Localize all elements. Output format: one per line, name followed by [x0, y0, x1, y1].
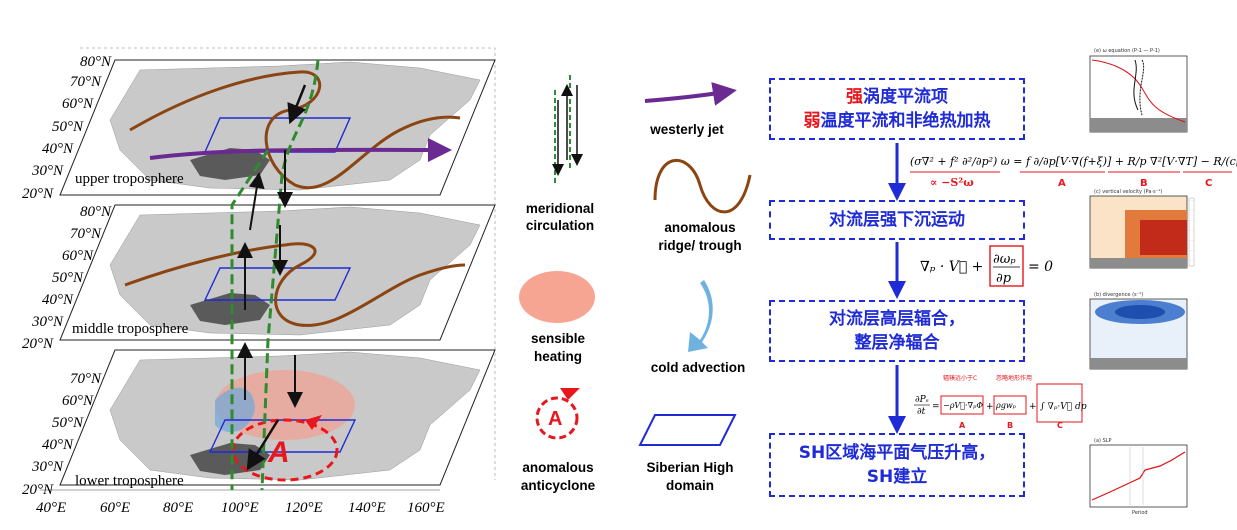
svg-text:(b) divergence (s⁻¹): (b) divergence (s⁻¹): [1094, 292, 1143, 298]
legend-cold-label: cold advection: [651, 360, 746, 375]
sensible-heating-region: [215, 370, 355, 440]
layer-label-upper: upper troposphere: [75, 171, 184, 187]
svg-text:(c) vertical velocity (Pa·s⁻¹): (c) vertical velocity (Pa·s⁻¹): [1094, 189, 1162, 195]
svg-text:50°N: 50°N: [52, 415, 84, 431]
tendency-note-a: 辐辏远小于C: [943, 374, 977, 382]
svg-text:∂ωₚ: ∂ωₚ: [993, 252, 1016, 267]
legend-cold: cold advection: [651, 280, 746, 375]
longitude-labels: 40°E 60°E 80°E 100°E 120°E 140°E 160°E: [36, 500, 445, 516]
panel-slp: (a) SLP Period: [1089, 438, 1188, 516]
box-sh-establishment: SH区域海平面气压升高， SH建立: [769, 433, 1025, 497]
svg-text:Period: Period: [1132, 510, 1148, 516]
svg-text:80°E: 80°E: [163, 500, 193, 516]
term-b-label: B: [1140, 178, 1148, 189]
svg-text:80°N: 80°N: [80, 54, 112, 70]
svg-text:30°N: 30°N: [31, 314, 64, 330]
svg-text:(e) ω equation (P-1 — P-1): (e) ω equation (P-1 — P-1): [1094, 48, 1160, 54]
svg-text:= 0: = 0: [1028, 259, 1053, 275]
svg-text:60°N: 60°N: [62, 248, 94, 264]
svg-text:+: +: [1029, 402, 1037, 412]
panel-divergence: (b) divergence (s⁻¹): [1089, 292, 1188, 370]
svg-text:40°N: 40°N: [42, 292, 74, 308]
legend-westerly-label: westerly jet: [649, 122, 724, 137]
svg-text:20°N: 20°N: [22, 482, 54, 498]
upper-layer: upper troposphere: [59, 59, 496, 196]
svg-text:∫ ∇ₚ·V⃗ dp: ∫ ∇ₚ·V⃗ dp: [1040, 402, 1087, 412]
svg-text:∇ₚ · V⃗ +: ∇ₚ · V⃗ +: [920, 259, 983, 275]
svg-text:60°N: 60°N: [62, 96, 94, 112]
svg-text:40°N: 40°N: [42, 141, 74, 157]
svg-text:140°E: 140°E: [348, 500, 386, 516]
svg-text:70°N: 70°N: [70, 74, 102, 90]
svg-text:C: C: [1057, 421, 1063, 430]
svg-text:30°N: 30°N: [31, 163, 64, 179]
svg-text:70°N: 70°N: [70, 226, 102, 242]
svg-text:60°E: 60°E: [100, 500, 130, 516]
omega-equation: (σ∇² + f² ∂²/∂p²) ω = f ∂/∂p[V·∇(f+ξ)] +…: [910, 155, 1237, 189]
svg-text:∂Pₛ: ∂Pₛ: [915, 395, 929, 405]
svg-text:∂t: ∂t: [917, 407, 926, 417]
svg-text:160°E: 160°E: [407, 500, 445, 516]
svg-text:40°E: 40°E: [36, 500, 66, 516]
svg-text:−ρV⃗·∇ₚΦ: −ρV⃗·∇ₚΦ: [943, 401, 983, 410]
svg-text:=: =: [932, 402, 940, 412]
anticyclone-circle: [231, 418, 339, 482]
svg-text:50°N: 50°N: [52, 119, 84, 135]
panel-vertical-velocity: (c) vertical velocity (Pa·s⁻¹): [1089, 189, 1195, 269]
svg-text:(σ∇² + f² ∂²/∂p²) ω = f ∂/∂p[V: (σ∇² + f² ∂²/∂p²) ω = f ∂/∂p[V·∇(f+ξ)] +…: [910, 155, 1237, 168]
svg-text:40°N: 40°N: [42, 437, 74, 453]
latitude-labels: 80°N 70°N 60°N 50°N 40°N 30°N 20°N 80°N …: [22, 54, 112, 498]
svg-text:30°N: 30°N: [31, 459, 64, 475]
tendency-note-b: 忽略地形作用: [996, 374, 1032, 382]
lower-layer: A lower troposphere: [59, 349, 496, 489]
map-panel: upper troposphere middle troposphere A l…: [22, 47, 496, 516]
box-upper-convergence: 对流层高层辐合， 整层净辐合: [769, 300, 1025, 362]
omega-under: ∝ −S²ω: [930, 176, 974, 189]
svg-text:+: +: [986, 402, 994, 412]
svg-text:B: B: [1007, 421, 1013, 430]
tendency-equation: ∂Pₛ ∂t = −ρV⃗·∇ₚΦ + ρgwₚ + ∫ ∇ₚ·V⃗ dp 辐辏…: [914, 374, 1087, 430]
svg-text:60°N: 60°N: [62, 393, 94, 409]
layer-label-lower: lower troposphere: [75, 473, 184, 489]
term-a-label: A: [1058, 178, 1066, 189]
continuity-equation: ∇ₚ · V⃗ + ∂ωₚ ∂p = 0: [920, 245, 1053, 287]
box-vorticity-advection: 强涡度平流项 弱温度平流和非绝热加热: [769, 78, 1025, 140]
svg-text:120°E: 120°E: [285, 500, 323, 516]
svg-text:20°N: 20°N: [22, 336, 54, 352]
svg-text:50°N: 50°N: [52, 270, 84, 286]
svg-text:100°E: 100°E: [221, 500, 259, 516]
legend-westerly: westerly jet: [644, 82, 737, 137]
svg-text:(a) SLP: (a) SLP: [1094, 438, 1112, 444]
svg-text:70°N: 70°N: [70, 371, 102, 387]
svg-text:A: A: [959, 421, 966, 430]
term-c-label: C: [1205, 178, 1212, 189]
svg-text:∂p: ∂p: [996, 271, 1012, 286]
panel-omega: (e) ω equation (P-1 — P-1): [1089, 48, 1188, 133]
layer-label-middle: middle troposphere: [72, 321, 189, 337]
svg-text:80°N: 80°N: [80, 204, 112, 220]
svg-text:20°N: 20°N: [22, 186, 54, 202]
legend-anticyclone-symbol: A: [548, 408, 562, 430]
svg-text:ρgwₚ: ρgwₚ: [995, 401, 1017, 410]
box-strong-subsidence: 对流层强下沉运动: [769, 200, 1025, 240]
anticyclone-letter: A: [267, 436, 290, 469]
